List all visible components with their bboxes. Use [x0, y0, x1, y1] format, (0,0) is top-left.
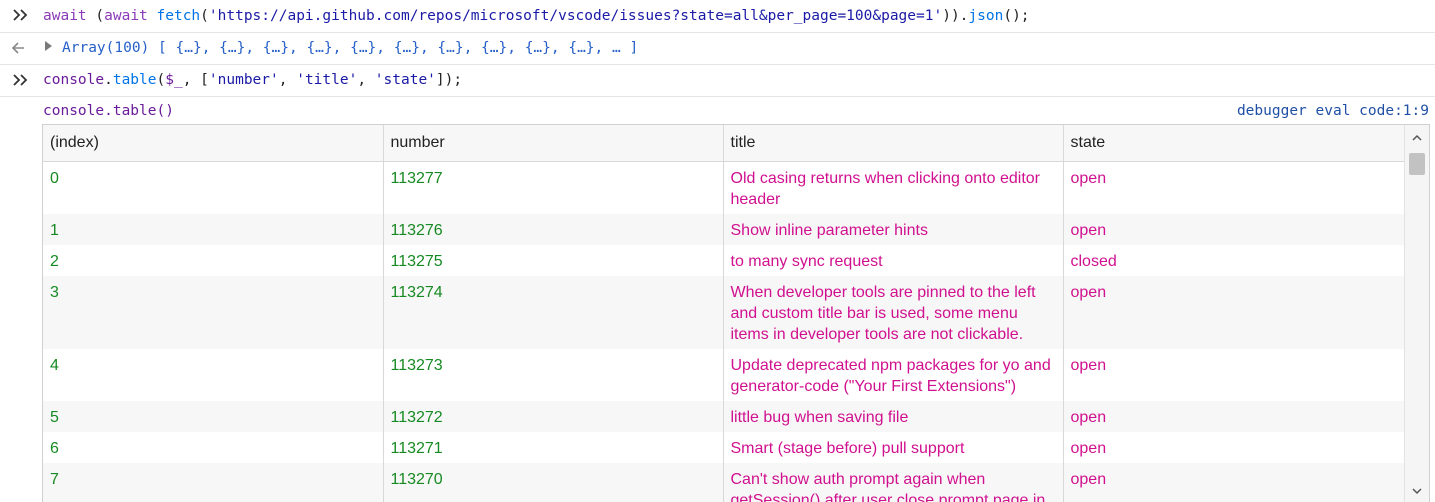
table-row: 6 113271 Smart (stage before) pull suppo…: [43, 432, 1406, 463]
cell-state: open: [1063, 214, 1406, 245]
table-row: 0 113277 Old casing returns when clickin…: [43, 161, 1406, 214]
cell-index: 4: [43, 349, 384, 401]
cell-index: 7: [43, 463, 384, 502]
cell-number: 113275: [383, 245, 724, 276]
expand-triangle-icon[interactable]: [45, 41, 52, 51]
console-input-1-code: await (await fetch('https://api.github.c…: [43, 8, 1030, 24]
cell-number: 113271: [383, 432, 724, 463]
cell-index: 5: [43, 401, 384, 432]
cell-title: Show inline parameter hints: [723, 214, 1064, 245]
cell-title: to many sync request: [723, 245, 1064, 276]
array-items: [ {…}, {…}, {…}, {…}, {…}, {…}, {…}, {…}…: [158, 40, 639, 56]
column-header-title[interactable]: title: [723, 125, 1064, 162]
cell-state: open: [1063, 161, 1406, 214]
console-object: console: [43, 72, 105, 88]
cell-state: open: [1063, 463, 1406, 502]
cell-index: 0: [43, 161, 384, 214]
cell-title: When developer tools are pinned to the l…: [723, 276, 1064, 349]
result-arrow-icon: [10, 40, 28, 58]
source-location-link[interactable]: debugger eval code:1:9: [1236, 103, 1429, 119]
cell-index: 1: [43, 214, 384, 245]
prompt-chevrons-icon: [12, 72, 30, 92]
cell-title: Old casing returns when clicking onto ed…: [723, 161, 1064, 214]
prompt-chevrons-icon: [12, 7, 30, 27]
cell-number: 113277: [383, 161, 724, 214]
cell-number: 113274: [383, 276, 724, 349]
cell-title: Update deprecated npm packages for yo an…: [723, 349, 1064, 401]
cell-number: 113273: [383, 349, 724, 401]
scroll-up-icon[interactable]: [1411, 132, 1423, 144]
cell-state: closed: [1063, 245, 1406, 276]
cell-index: 3: [43, 276, 384, 349]
cell-state: open: [1063, 349, 1406, 401]
console-table: (index) number title state 0 113277 Old …: [42, 124, 1430, 502]
scrollbar-thumb[interactable]: [1409, 153, 1425, 175]
cell-title: Smart (stage before) pull support: [723, 432, 1064, 463]
column-string: 'state': [374, 72, 436, 88]
table-row: 2 113275 to many sync request closed: [43, 245, 1406, 276]
cell-title: little bug when saving file: [723, 401, 1064, 432]
scroll-down-icon[interactable]: [1411, 485, 1423, 497]
array-label: Array(100): [62, 40, 150, 56]
cell-index: 2: [43, 245, 384, 276]
table-row: 1 113276 Show inline parameter hints ope…: [43, 214, 1406, 245]
json-function: json: [968, 8, 1004, 24]
cell-index: 6: [43, 432, 384, 463]
table-header-row: (index) number title state: [43, 125, 1406, 162]
cell-title: Can't show auth prompt again when getSes…: [723, 463, 1064, 502]
cell-state: open: [1063, 401, 1406, 432]
console-input-2-code: console.table($_, ['number', 'title', 's…: [43, 72, 463, 88]
fetch-url-string: 'https://api.github.com/repos/microsoft/…: [208, 8, 943, 24]
console-input-line-1[interactable]: await (await fetch('https://api.github.c…: [0, 0, 1435, 33]
await-keyword: await: [43, 8, 87, 24]
cell-state: open: [1063, 432, 1406, 463]
array-preview[interactable]: Array(100) [ {…}, {…}, {…}, {…}, {…}, {……: [62, 40, 638, 56]
await-keyword: await: [104, 8, 148, 24]
column-string: 'number': [208, 72, 279, 88]
last-result-var: $_: [165, 72, 183, 88]
cell-number: 113276: [383, 214, 724, 245]
column-header-number[interactable]: number: [383, 125, 724, 162]
table-function: table: [112, 72, 157, 88]
console-input-line-2[interactable]: console.table($_, ['number', 'title', 's…: [0, 65, 1435, 97]
fetch-function: fetch: [156, 8, 201, 24]
cell-number: 113272: [383, 401, 724, 432]
console-output-line-1: Array(100) [ {…}, {…}, {…}, {…}, {…}, {……: [0, 33, 1435, 65]
table-row: 4 113273 Update deprecated npm packages …: [43, 349, 1406, 401]
cell-state: open: [1063, 276, 1406, 349]
console-table-label: console.table(): [43, 103, 174, 119]
cell-number: 113270: [383, 463, 724, 502]
table-row: 3 113274 When developer tools are pinned…: [43, 276, 1406, 349]
column-header-index[interactable]: (index): [43, 125, 384, 162]
table-scrollbar[interactable]: [1404, 125, 1429, 502]
table-row: 7 113270 Can't show auth prompt again wh…: [43, 463, 1406, 502]
column-header-state[interactable]: state: [1063, 125, 1406, 162]
table-row: 5 113272 little bug when saving file ope…: [43, 401, 1406, 432]
column-string: 'title': [296, 72, 358, 88]
data-table: (index) number title state 0 113277 Old …: [43, 125, 1406, 502]
